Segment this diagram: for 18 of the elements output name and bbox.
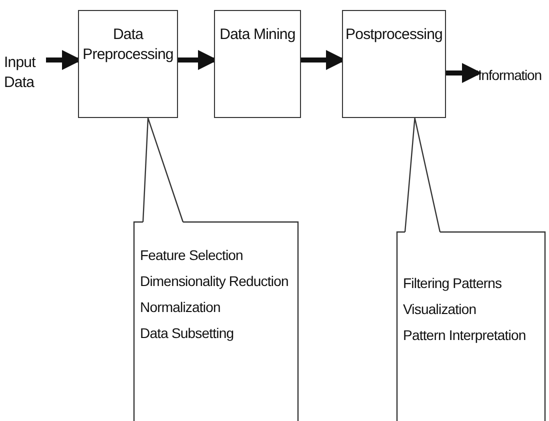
node-text: Data Mining [220,25,296,45]
node-text: Information [478,66,542,85]
callout-pointer [404,117,441,233]
list-item: Normalization [140,298,222,317]
arrow [446,63,482,83]
node-text: Input Data [4,53,37,93]
process-box [342,10,446,118]
node-text: Data Preprocessing [82,25,174,65]
callout-pointer [142,117,184,223]
list-item: Dimensionality Reduction [140,272,288,291]
node-text: Postprocessing [346,25,442,45]
list-item: Data Subsetting [140,324,235,343]
list-item: Filtering Patterns [403,274,503,293]
list-item: Visualization [403,300,478,319]
list-item: Pattern Interpretation [403,326,526,345]
process-box [78,10,178,118]
list-item: Feature Selection [140,246,244,265]
process-box [214,10,301,118]
